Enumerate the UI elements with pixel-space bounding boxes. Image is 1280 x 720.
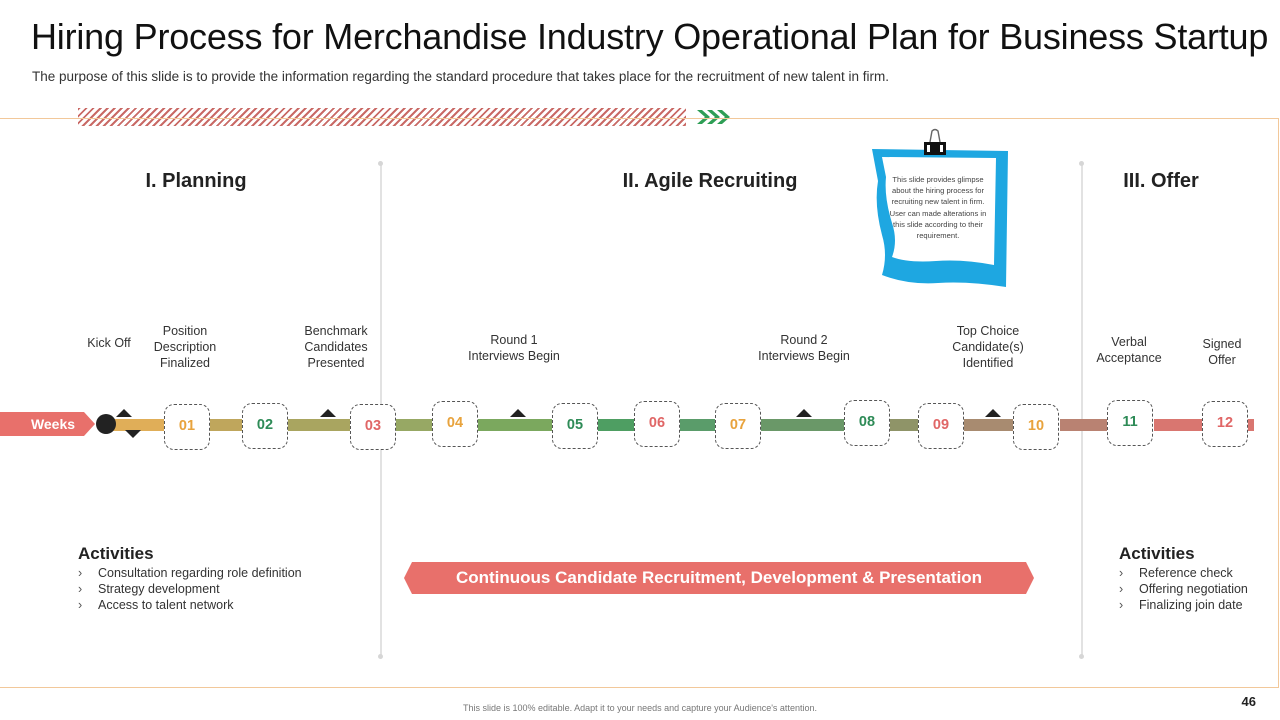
chevron-arrows-icon [697,110,730,124]
activities-left-list: Consultation regarding role definition S… [78,565,302,613]
slide-title: Hiring Process for Merchandise Industry … [31,16,1269,57]
list-item: Strategy development [78,581,302,597]
phase-title-agile-recruiting: II. Agile Recruiting [622,170,798,192]
list-item: Consultation regarding role definition [78,565,302,581]
week-box: 11 [1107,400,1153,446]
week-box: 01 [164,404,210,450]
activities-left-title: Activities [78,544,154,563]
weeks-arrow-tag [0,412,95,436]
sticky-note [872,149,1008,287]
milestone-label: Kick Off [87,336,131,350]
phase-title-offer: III. Offer [1123,170,1199,192]
week-box: 05 [552,403,598,449]
phase-divider-2 [1079,161,1084,659]
activities-right-list: Reference check Offering negotiation Fin… [1119,565,1248,613]
week-box: 02 [242,403,288,449]
week-box: 04 [432,401,478,447]
week-box: 06 [634,401,680,447]
week-box: 03 [350,404,396,450]
page-number: 46 [1241,694,1256,709]
sticky-note-text: This slide provides glimpse about the hi… [889,175,987,241]
slide-subtitle: The purpose of this slide is to provide … [32,69,889,84]
footer-note: This slide is 100% editable. Adapt it to… [463,703,817,713]
list-item: Offering negotiation [1119,581,1248,597]
phase-title-planning: I. Planning [145,170,247,192]
weeks-label: Weeks [30,416,76,432]
week-box: 08 [844,400,890,446]
hatched-stripe [78,108,686,126]
recruitment-banner [404,562,1034,594]
binder-clip-icon [924,128,946,155]
list-item: Access to talent network [78,597,302,613]
recruitment-banner-text: Continuous Candidate Recruitment, Develo… [455,568,983,587]
week-box: 07 [715,403,761,449]
timeline-track [96,409,1254,438]
list-item: Finalizing join date [1119,597,1248,613]
week-box: 09 [918,403,964,449]
activities-right-title: Activities [1119,544,1195,563]
week-box: 10 [1013,404,1059,450]
content-frame [0,118,1279,688]
list-item: Reference check [1119,565,1248,581]
week-box: 12 [1202,401,1248,447]
